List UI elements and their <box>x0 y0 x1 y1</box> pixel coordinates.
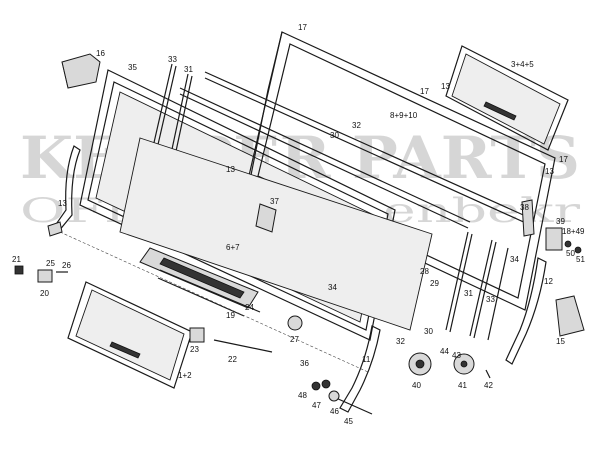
part-11-pillar-left <box>339 325 381 413</box>
part-27-knob <box>287 315 303 331</box>
callout-21: 21 <box>12 255 21 264</box>
callout-13b: 13 <box>545 167 554 176</box>
callout-8-9-10: 8+9+10 <box>390 111 418 120</box>
callout-47: 47 <box>312 401 321 410</box>
part-23-clamp <box>189 327 205 343</box>
callout-33b: 33 <box>486 295 495 304</box>
callout-33a: 33 <box>168 55 177 64</box>
callout-30a: 30 <box>330 131 339 140</box>
callout-19: 19 <box>226 311 235 320</box>
callout-43: 43 <box>452 351 461 360</box>
callout-51: 51 <box>576 255 585 264</box>
part-16-block <box>61 53 101 89</box>
callout-36: 36 <box>300 359 309 368</box>
part-38-39-hinge <box>521 199 563 251</box>
callout-11: 11 <box>362 355 371 364</box>
callout-3-4-5: 3+4+5 <box>511 60 534 69</box>
part-41-knob <box>453 353 475 375</box>
callout-16: 16 <box>96 49 105 58</box>
callout-15: 15 <box>556 337 565 346</box>
part-45-48-bolts <box>311 379 373 415</box>
part-3-4-5-window <box>445 45 569 151</box>
callout-40: 40 <box>412 381 421 390</box>
callout-20: 20 <box>40 289 49 298</box>
callout-31b: 31 <box>464 289 473 298</box>
callout-45: 45 <box>344 417 353 426</box>
part-36-rod <box>59 231 369 373</box>
callout-6-7: 6+7 <box>226 243 240 252</box>
part-42-screw <box>485 369 491 379</box>
callout-41: 41 <box>458 381 467 390</box>
callout-34b: 34 <box>328 283 337 292</box>
part-20-26-hardware <box>14 265 68 283</box>
callout-1-2: 1+2 <box>178 371 192 380</box>
callout-17b: 17 <box>420 87 429 96</box>
part-12-pillar-right <box>505 257 547 365</box>
callout-48: 48 <box>298 391 307 400</box>
part-32-30-seal-strips <box>179 71 531 229</box>
callout-50: 50 <box>566 249 575 258</box>
callout-31a: 31 <box>184 65 193 74</box>
callout-38: 38 <box>520 203 529 212</box>
callout-30b: 30 <box>424 327 433 336</box>
callout-17c: 17 <box>559 155 568 164</box>
part-15-wedge <box>555 295 585 337</box>
callout-13a: 13 <box>441 82 450 91</box>
part-24-19-strips <box>157 269 261 317</box>
part-13-hinge-left <box>47 221 63 237</box>
callout-42: 42 <box>484 381 493 390</box>
callout-13-left: 13 <box>58 199 67 208</box>
callout-46: 46 <box>330 407 339 416</box>
callout-25: 25 <box>46 259 55 268</box>
callout-29: 29 <box>430 279 439 288</box>
callout-26: 26 <box>62 261 71 270</box>
callout-12: 12 <box>544 277 553 286</box>
callout-28: 28 <box>420 267 429 276</box>
part-40-knob <box>408 352 432 376</box>
callout-34a: 34 <box>510 255 519 264</box>
callout-24: 24 <box>245 303 254 312</box>
callout-32a: 32 <box>352 121 361 130</box>
callout-22: 22 <box>228 355 237 364</box>
callout-18-49: 18+49 <box>562 227 585 236</box>
part-1-2-lower-window <box>67 281 193 389</box>
callout-27: 27 <box>290 335 299 344</box>
part-22-link <box>213 339 273 353</box>
callout-32b: 32 <box>396 337 405 346</box>
callout-35: 35 <box>128 63 137 72</box>
part-37-bracket <box>255 203 277 233</box>
callout-17a: 17 <box>298 23 307 32</box>
part-6-7-wiper-panel <box>139 247 259 309</box>
callout-39: 39 <box>556 217 565 226</box>
callout-23: 23 <box>190 345 199 354</box>
part-28-glass-pane <box>119 137 433 331</box>
part-50-51-bolts <box>564 240 582 254</box>
callout-13c: 13 <box>226 165 235 174</box>
callout-44: 44 <box>440 347 449 356</box>
part-29-31-33-vertical-strips <box>445 231 509 341</box>
callout-37: 37 <box>270 197 279 206</box>
